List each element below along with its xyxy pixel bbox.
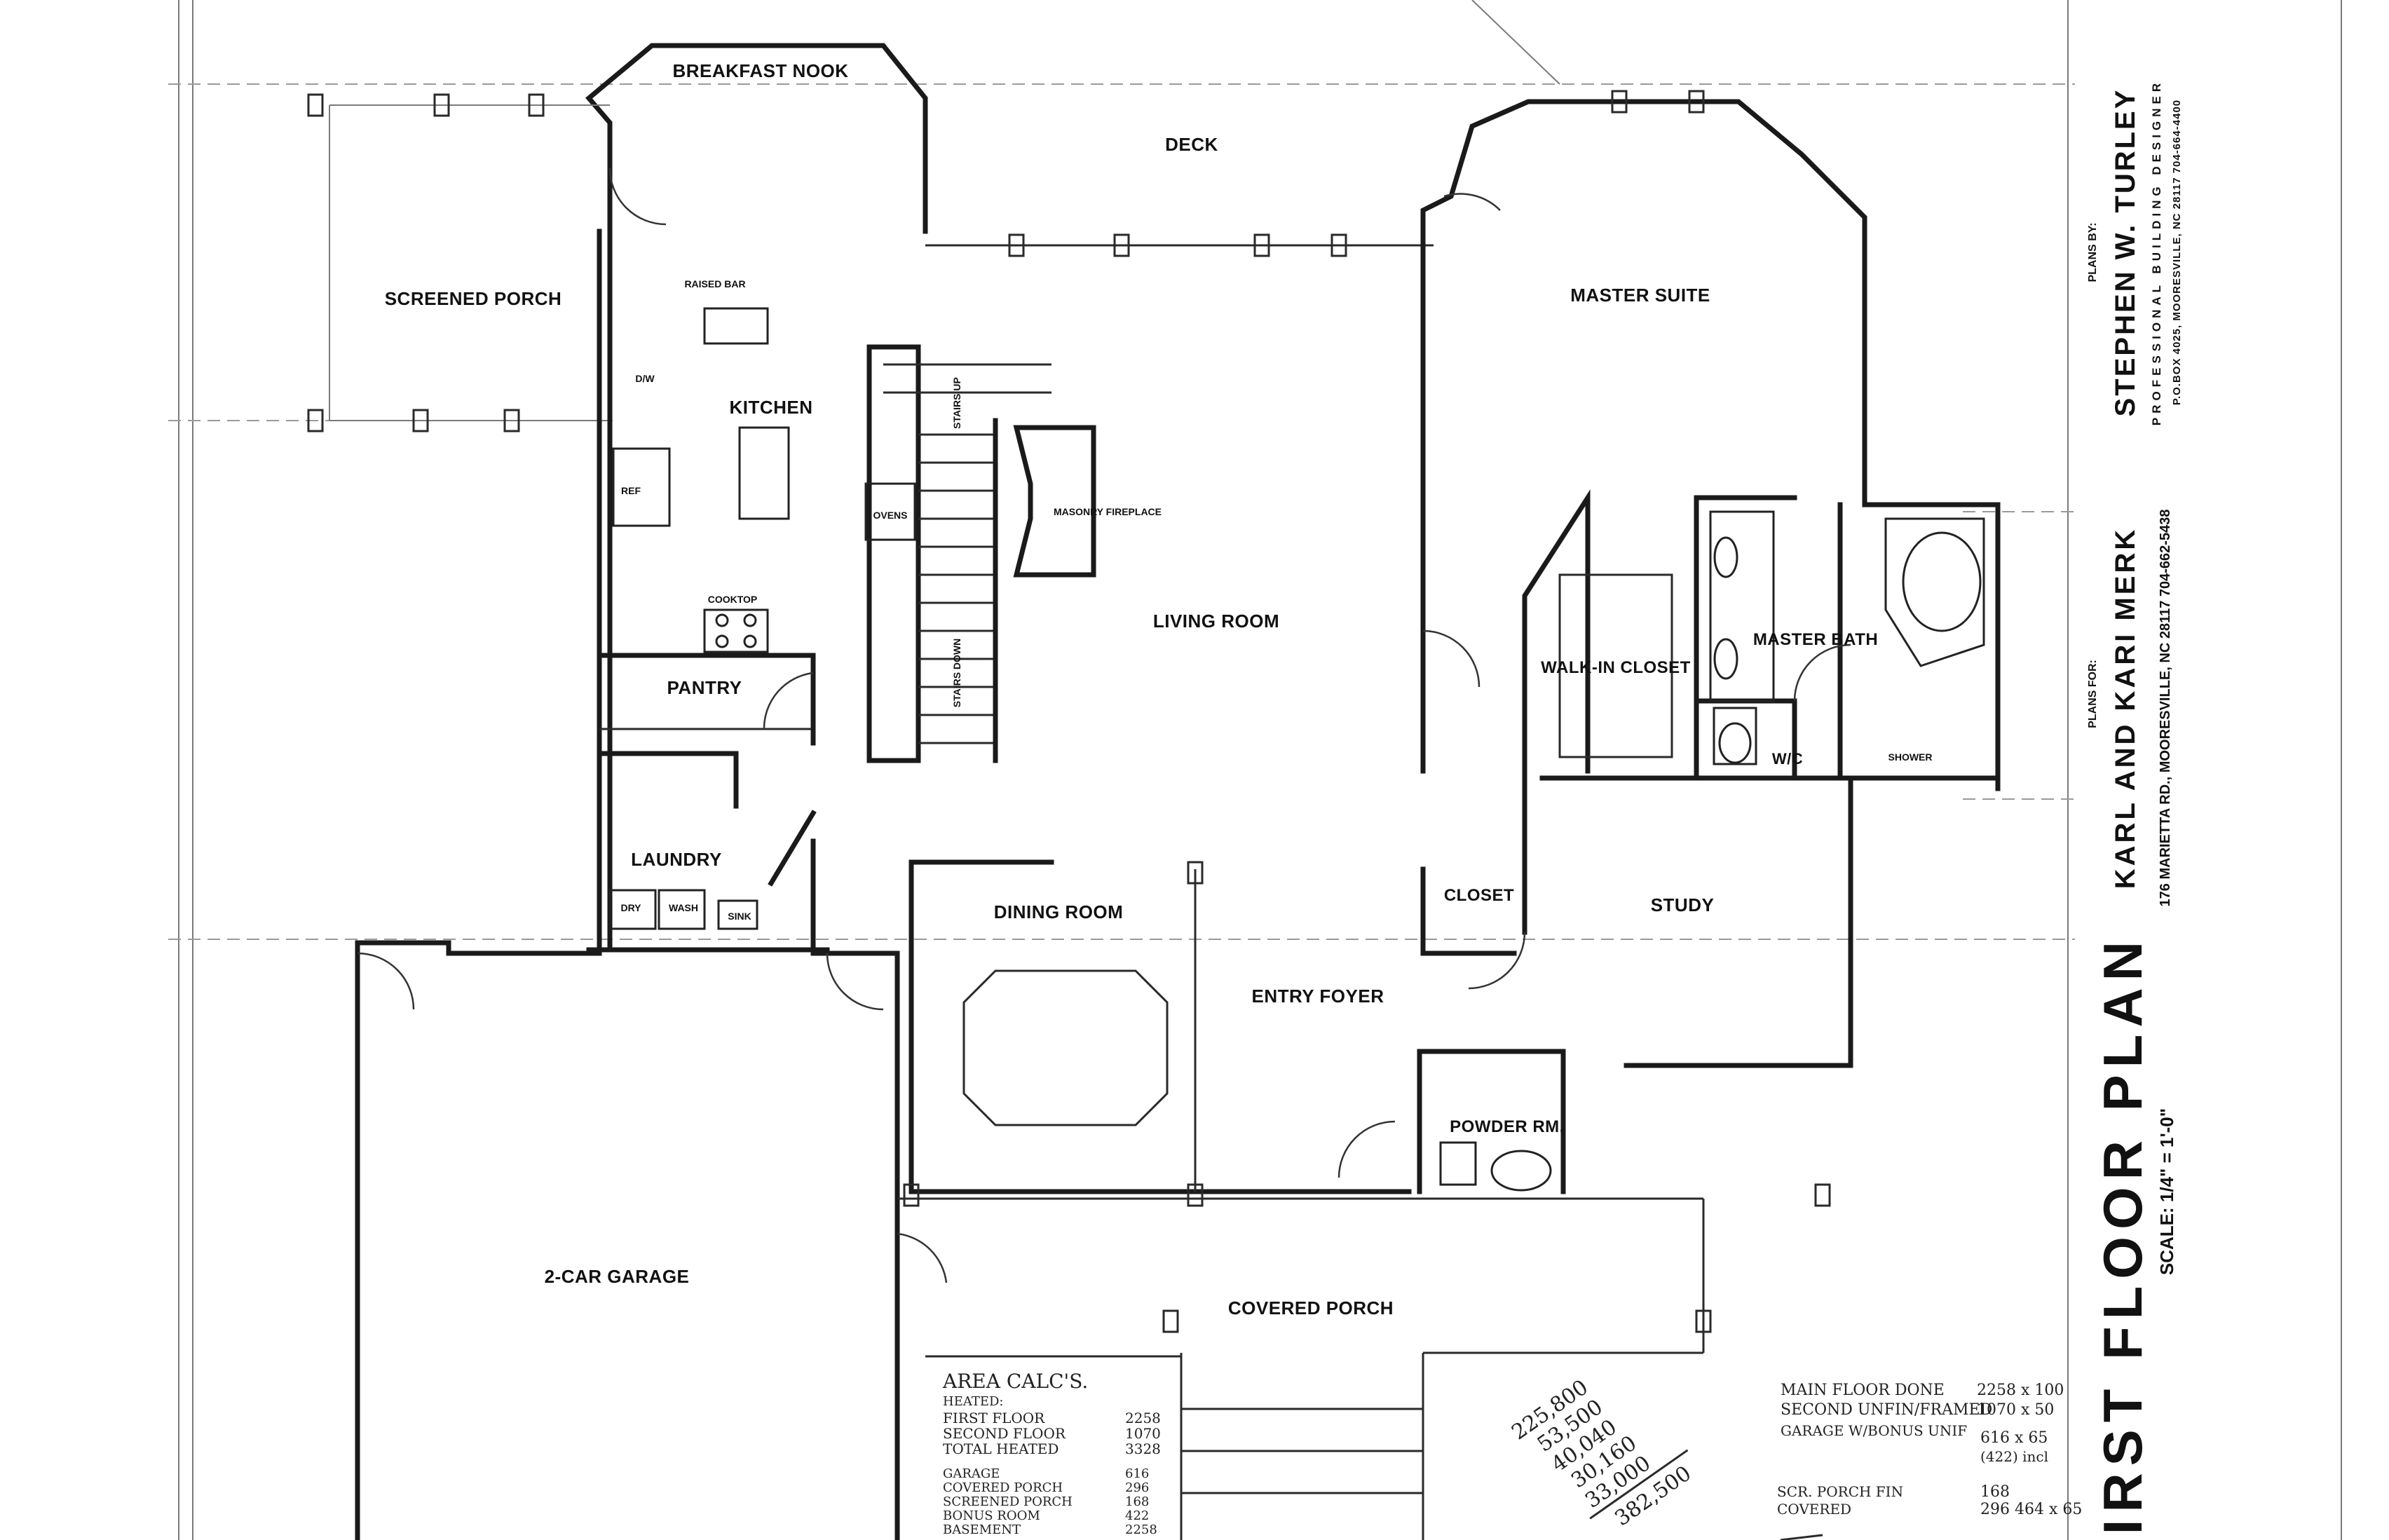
label-closet: CLOSET	[1444, 886, 1514, 905]
plans-for-label: PLANS FOR:	[2087, 660, 2099, 728]
area-row-value: 3328	[1125, 1440, 1161, 1457]
walls	[329, 43, 2001, 1540]
handwritten-notes: MAIN FLOOR DONE 2258 x 100 SECOND UNFIN/…	[1777, 1382, 2082, 1540]
designer-name: STEPHEN W. TURLEY	[2110, 88, 2141, 417]
handwritten-calculation: 225,800 53,500 40,040 30,160 33,000 382,…	[1507, 1375, 1696, 1532]
area-row-label: GARAGE	[943, 1466, 1000, 1481]
label-kitchen: KITCHEN	[729, 397, 812, 418]
label-ref: REF	[621, 485, 641, 496]
label-dw: D/W	[635, 373, 655, 384]
area-row-label: TOTAL HEATED	[943, 1440, 1059, 1457]
client-name: KARL AND KARI MERK	[2110, 527, 2141, 889]
area-calcs-heated-label: HEATED:	[943, 1394, 1004, 1409]
label-stairs-down: STAIRS DOWN	[951, 639, 962, 708]
door-swings	[357, 168, 1851, 1283]
label-wash: WASH	[669, 902, 698, 913]
label-shower: SHOWER	[1888, 751, 1933, 763]
label-master-suite: MASTER SUITE	[1570, 285, 1710, 306]
title-block: PLANS BY: STEPHEN W. TURLEY PROFESSIONAL…	[2087, 79, 2183, 1540]
label-wc: W/C	[1772, 750, 1803, 768]
label-dry: DRY	[620, 902, 641, 913]
label-covered-porch: COVERED PORCH	[1228, 1297, 1394, 1318]
room-labels: BREAKFAST NOOK DECK SCREENED PORCH RAISE…	[385, 60, 1933, 1318]
label-entry-foyer: ENTRY FOYER	[1252, 986, 1384, 1007]
note-value: 1070 x 50	[1977, 1401, 2054, 1419]
area-row-value: 296	[1125, 1480, 1149, 1495]
area-row-value: 616	[1125, 1466, 1149, 1481]
area-row-label: FIRST FLOOR	[943, 1410, 1045, 1426]
area-row-label: COVERED PORCH	[943, 1480, 1063, 1495]
label-walk-in-closet: WALK-IN CLOSET	[1541, 658, 1691, 677]
label-raised-bar: RAISED BAR	[684, 278, 745, 289]
label-study: STUDY	[1651, 894, 1715, 915]
label-masonry-fireplace: MASONRY FIREPLACE	[1054, 506, 1162, 517]
label-sink: SINK	[728, 911, 751, 922]
note-label: SECOND UNFIN/FRAMED	[1781, 1401, 1992, 1419]
label-pantry: PANTRY	[667, 677, 742, 698]
area-row-value: 2258	[1125, 1410, 1161, 1426]
label-breakfast-nook: BREAKFAST NOOK	[672, 60, 848, 81]
designer-title: PROFESSIONAL BUILDING DESIGNER	[2150, 79, 2163, 425]
area-row-label: BONUS ROOM	[943, 1508, 1040, 1523]
label-screened-porch: SCREENED PORCH	[385, 288, 562, 309]
note-label: MAIN FLOOR DONE	[1781, 1382, 1945, 1399]
area-calcs-rows: FIRST FLOOR 2258 SECOND FLOOR 1070 TOTAL…	[943, 1410, 1161, 1537]
label-powder-rm: POWDER RM.	[1450, 1117, 1565, 1136]
area-row-value: 1070	[1125, 1425, 1161, 1442]
note-value: 616 x 65	[1980, 1429, 2048, 1447]
note-value: 296 464 x 65	[1980, 1501, 2082, 1518]
label-master-bath: MASTER BATH	[1753, 630, 1878, 649]
note-label: SCR. PORCH FIN	[1777, 1483, 1903, 1500]
area-row-value: 422	[1125, 1508, 1149, 1523]
area-calcs: AREA CALC'S. HEATED: FIRST FLOOR 2258 SE…	[925, 1355, 1181, 1537]
label-stairs-up: STAIRS UP	[951, 377, 962, 429]
area-row-label: BASEMENT	[943, 1522, 1021, 1537]
plan-scale: SCALE: 1/4" = 1'-0"	[2156, 1108, 2177, 1275]
note-value: (422) incl	[1980, 1448, 2048, 1465]
window-marks	[307, 90, 1831, 1333]
plans-by-label: PLANS BY:	[2087, 222, 2099, 282]
label-garage: 2-CAR GARAGE	[545, 1266, 690, 1287]
designer-contact: P.O.BOX 4025, MOORESVILLE, NC 28117 704-…	[2171, 100, 2183, 405]
note-value: 168	[1980, 1483, 2010, 1501]
label-laundry: LAUNDRY	[631, 849, 722, 870]
note-label: GARAGE W/BONUS UNIF	[1781, 1422, 1967, 1439]
label-living-room: LIVING ROOM	[1153, 611, 1279, 632]
plan-title: FIRST FLOOR PLAN	[2092, 934, 2153, 1540]
area-row-label: SECOND FLOOR	[943, 1425, 1066, 1442]
label-deck: DECK	[1165, 134, 1218, 155]
label-ovens: OVENS	[873, 510, 907, 521]
label-cooktop: COOKTOP	[708, 594, 758, 605]
stair-treads	[883, 363, 1051, 744]
note-label: COVERED	[1777, 1501, 1851, 1518]
area-calcs-heading: AREA CALC'S.	[942, 1370, 1088, 1393]
area-row-value: 2258	[1125, 1522, 1157, 1537]
area-row-label: SCREENED PORCH	[943, 1494, 1073, 1509]
note-value: 2258 x 100	[1977, 1382, 2064, 1399]
client-address: 176 MARIETTA RD., MOORESVILLE, NC 28117 …	[2158, 510, 2173, 907]
label-dining-room: DINING ROOM	[994, 901, 1124, 922]
area-row-value: 168	[1125, 1494, 1149, 1509]
